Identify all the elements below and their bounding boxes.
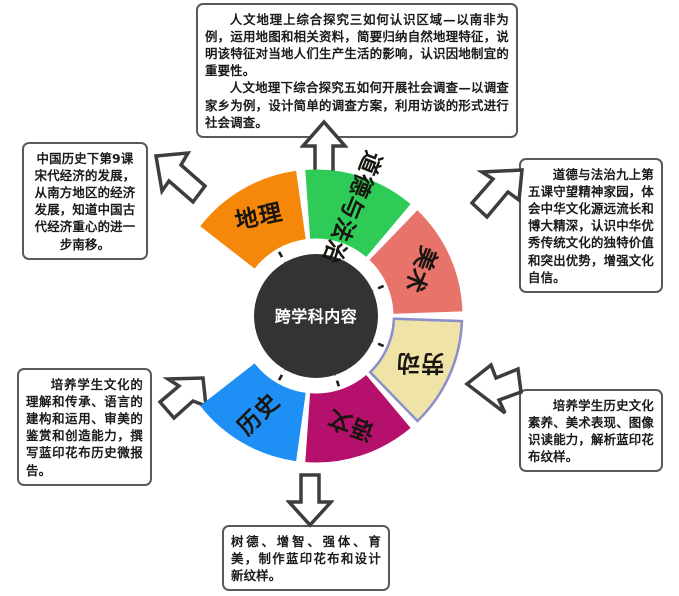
callout-history: 中国历史下第9课宋代经济的发展，从南方地区的经济发展，知道中国古代经济重心的进一…: [22, 142, 148, 260]
callout-art: 培养学生历史文化素养、美术表现、图像识读能力，解析蓝印花布纹样。: [519, 389, 663, 473]
callout-art-line-1: 培养学生历史文化素养、美术表现、图像识读能力，解析蓝印花布纹样。: [528, 398, 654, 465]
callout-labor: 树德、增智、强体、育美，制作蓝印花布和设计新纹样。: [222, 525, 390, 592]
callout-history-line-1: 中国历史下第9课宋代经济的发展，从南方地区的经济发展，知道中国古代经济重心的进一…: [34, 151, 136, 252]
wheel-segment-labor[interactable]: [368, 317, 464, 423]
arrow-downright-art: [462, 362, 524, 428]
wheel-segment-art[interactable]: [369, 210, 463, 314]
callout-chinese: 培养学生文化的理解和传承、语言的建构和运用、审美的鉴赏和创造能力，撰写蓝印花布历…: [17, 368, 152, 486]
spoke-art: [375, 284, 385, 291]
callout-geography-line-2: 人文地理下综合探究五如何开展社会调查—以调查家乡为例，设计简单的调查方案，利用访…: [205, 80, 509, 130]
spoke-labor: [375, 341, 385, 348]
arrow-down-labor: [285, 472, 335, 532]
callout-labor-line-1: 树德、增智、强体、育美，制作蓝印花布和设计新纹样。: [231, 534, 381, 584]
callout-chinese-line-1: 培养学生文化的理解和传承、语言的建构和运用、审美的鉴赏和创造能力，撰写蓝印花布历…: [26, 377, 143, 478]
wheel-segment-chinese[interactable]: [305, 375, 411, 463]
callout-geography-line-1: 人文地理上综合探究三如何认识区域—以南非为例，运用地图和相关资料，简要归纳自然地…: [205, 12, 509, 79]
wheel-segments: [200, 169, 464, 463]
spoke-history: [277, 372, 285, 381]
spoke-morality: [335, 245, 341, 254]
hub-label: 跨学科内容: [275, 307, 358, 326]
spoke-chinese: [335, 378, 341, 387]
subject-wheel: 跨学科内容 地理道德与法治美术劳动语文历史: [168, 147, 464, 464]
callout-geography: 人文地理上综合探究三如何认识区域—以南非为例，运用地图和相关资料，简要归纳自然地…: [196, 3, 518, 138]
wheel-segment-morality[interactable]: [305, 169, 411, 257]
wheel-segment-geography[interactable]: [200, 170, 306, 269]
spoke-geography: [277, 251, 285, 260]
wheel-label-labor: 劳动: [396, 349, 444, 375]
wheel-segment-history[interactable]: [200, 363, 306, 462]
arrow-upleft-history: [152, 150, 214, 216]
arrow-upright-morality: [468, 165, 526, 227]
callout-morality: 道德与法治九上第五课守望精神家园，体会中华文化源远流长和博大精深，认识中华优秀传…: [519, 158, 663, 293]
callout-morality-line-1: 道德与法治九上第五课守望精神家园，体会中华文化源远流长和博大精深，认识中华优秀传…: [528, 167, 654, 285]
hub-circle: [254, 254, 378, 378]
